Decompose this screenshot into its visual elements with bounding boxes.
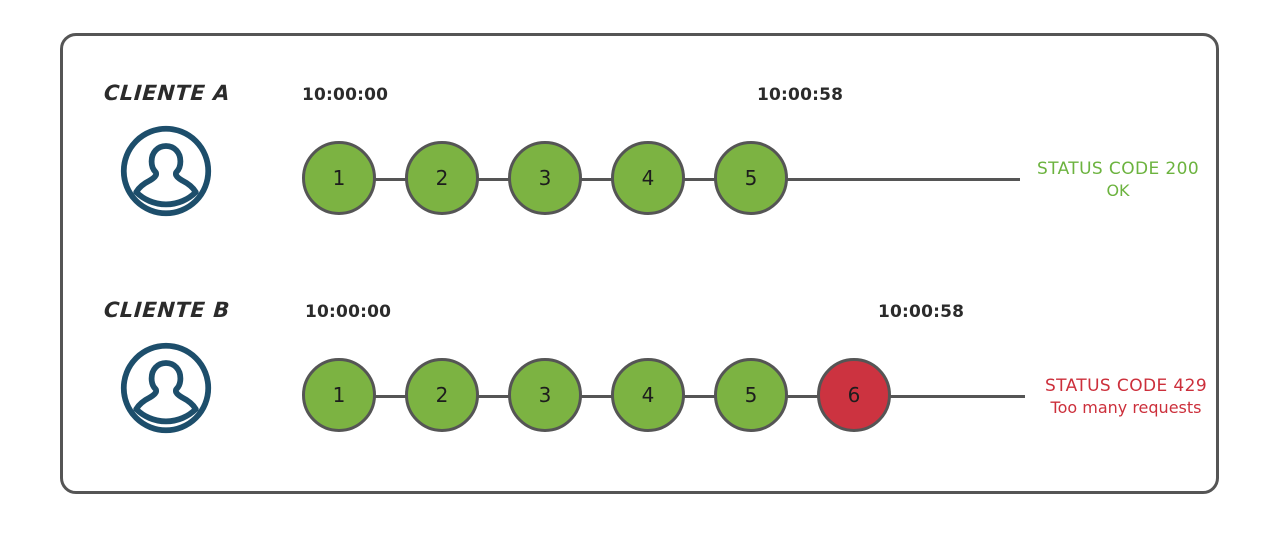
status-detail-a: OK	[1106, 180, 1130, 200]
connector-2-3	[475, 178, 515, 181]
request-node[interactable]: 6	[817, 358, 891, 432]
diagram-frame	[60, 33, 1219, 494]
timestamp-end-a: 10:00:58	[757, 85, 844, 105]
status-detail-b: Too many requests	[1050, 397, 1202, 417]
connector-3-4	[578, 178, 618, 181]
connector-5-6	[784, 395, 824, 398]
connector-4-5	[681, 395, 721, 398]
timestamp-start-b: 10:00:00	[305, 302, 392, 322]
request-node[interactable]: 5	[714, 141, 788, 215]
request-node[interactable]: 4	[611, 141, 685, 215]
status-badge-b: STATUS CODE 429 Too many requests	[1026, 376, 1226, 418]
connector-6-status	[887, 395, 1025, 398]
client-label-b: CLIENTE B	[103, 298, 231, 322]
request-node[interactable]: 2	[405, 358, 479, 432]
request-node[interactable]: 2	[405, 141, 479, 215]
client-label-a: CLIENTE A	[103, 81, 232, 105]
status-badge-a: STATUS CODE 200 OK	[1028, 159, 1208, 201]
request-node[interactable]: 1	[302, 141, 376, 215]
request-node[interactable]: 5	[714, 358, 788, 432]
status-code-a: STATUS CODE 200	[1036, 159, 1200, 179]
request-node[interactable]: 1	[302, 358, 376, 432]
connector-1-2	[372, 178, 412, 181]
timestamp-start-a: 10:00:00	[302, 85, 389, 105]
request-node[interactable]: 3	[508, 358, 582, 432]
connector-2-3	[475, 395, 515, 398]
user-avatar-icon	[118, 340, 214, 436]
status-code-b: STATUS CODE 429	[1044, 376, 1208, 396]
connector-5-status	[784, 178, 1020, 181]
timestamp-end-b: 10:00:58	[878, 302, 965, 322]
user-avatar-icon	[118, 123, 214, 219]
connector-3-4	[578, 395, 618, 398]
connector-4-5	[681, 178, 721, 181]
request-node[interactable]: 3	[508, 141, 582, 215]
connector-1-2	[372, 395, 412, 398]
request-node[interactable]: 4	[611, 358, 685, 432]
